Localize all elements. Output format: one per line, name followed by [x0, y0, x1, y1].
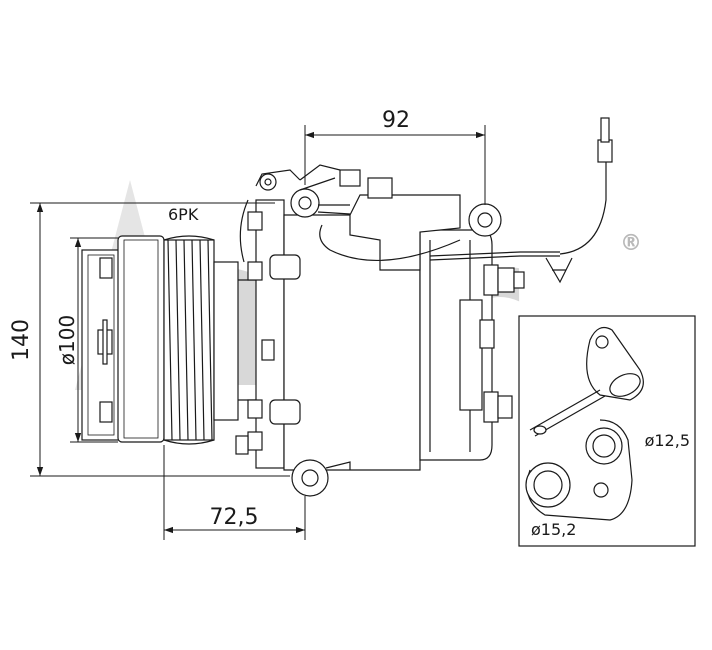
watermark-registered: ® [620, 231, 642, 256]
clip-icon [545, 257, 573, 284]
port-small-label: ø12,5 [645, 431, 690, 450]
dim-pulley-diameter-label: ø100 [55, 315, 79, 365]
front-flange [213, 261, 239, 421]
dim-height-label: 140 [9, 319, 34, 361]
port-inset: ø12,5 ø15,2 [518, 315, 696, 547]
rear-bolts [483, 264, 525, 423]
compressor-body [235, 117, 613, 497]
dimension-92: 92 [304, 108, 486, 205]
sensor-wire [239, 117, 613, 284]
dimension-72-5: 72,5 [163, 445, 306, 540]
valve-block [255, 164, 461, 271]
front-housing [255, 199, 285, 469]
port-large-label: ø15,2 [531, 520, 576, 539]
port-large [525, 462, 571, 508]
port-small [585, 427, 623, 465]
pulley [81, 235, 262, 445]
dim-top-width-label: 92 [382, 108, 410, 133]
dimension-140: 140 [9, 202, 290, 477]
front-bolts [235, 211, 301, 455]
dim-pulley-offset-label: 72,5 [210, 505, 259, 530]
pulley-grooves [163, 235, 215, 445]
pulley-hub [117, 235, 165, 443]
dimension-100: ø100 [55, 237, 118, 443]
belt-type-label: 6PK [168, 205, 199, 224]
mounting-ears [290, 188, 502, 497]
